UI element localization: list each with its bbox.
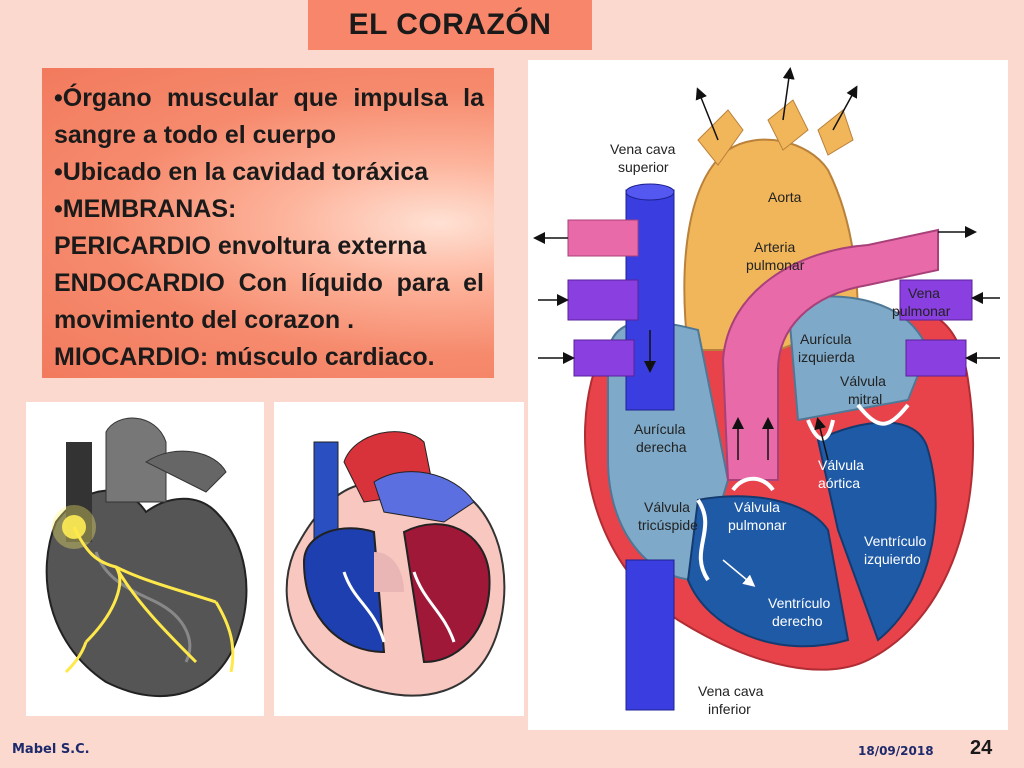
footer-author: Mabel S.C.	[12, 742, 90, 757]
pulmonary-vein-shape	[567, 279, 639, 321]
pulmonary-vein-shape	[573, 339, 635, 377]
slide-title: EL CORAZÓN	[348, 8, 552, 41]
bullet-line: PERICARDIO envoltura externa	[54, 232, 427, 260]
aorta-branch	[697, 109, 744, 166]
label-aorta: Aorta	[768, 189, 802, 205]
left-chambers	[402, 523, 491, 664]
section-heart-image	[285, 431, 506, 697]
label-auricula-derecha: Aurícula derecha	[634, 421, 689, 455]
aorta-branch	[817, 109, 854, 156]
left-ventricle-shape	[816, 421, 937, 642]
label-valvula-aortica: Válvula aórtica	[818, 457, 868, 491]
pulmonary-artery-left-shape	[567, 219, 639, 257]
label-auricula-izquierda: Aurícula izquierda	[798, 331, 855, 365]
section-heart-panel	[274, 402, 524, 716]
label-vena-cava-superior: Vena cava superior	[610, 141, 679, 175]
text-box: •Órgano muscular que impulsa la sangre a…	[42, 68, 494, 378]
label-valvula-tricuspide: Válvula tricúspide	[638, 499, 698, 533]
label-arteria-pulmonar: Arteria pulmonar	[746, 239, 805, 273]
vena-cava-inferior-shape	[625, 559, 675, 711]
pulmonary-artery-shape	[721, 228, 939, 481]
heart-outline	[45, 489, 248, 697]
label-ventriculo-izquierdo: Ventrículo izquierdo	[864, 533, 930, 567]
bullet-line: •Ubicado en la cavidad toráxica	[54, 158, 429, 186]
pulmonary-vein-shape	[899, 279, 973, 321]
page-number: 24	[970, 737, 993, 759]
label-ventriculo-derecho: Ventrículo derecho	[768, 595, 834, 629]
heart-diagram-panel: Vena cava superior Aorta Arteria pulmona…	[528, 60, 1008, 730]
mitral-valve-shape	[856, 403, 910, 426]
pulmonary-valve-shape	[731, 476, 775, 492]
label-valvula-pulmonar: Válvula pulmonar	[728, 499, 787, 533]
heart-diagram: Vena cava superior Aorta Arteria pulmona…	[533, 67, 1000, 717]
bullet-line: ENDOCARDIO Con líquido para el	[54, 269, 484, 297]
label-vena-pulmonar: Vena pulmonar	[892, 285, 951, 319]
bullet-line: •MEMBRANAS:	[54, 195, 237, 223]
bullet-line: sangre a todo el cuerpo	[54, 121, 337, 149]
right-chambers	[302, 527, 386, 654]
bullet-line: •Órgano muscular que impulsa la	[54, 84, 484, 112]
bullet-line: MIOCARDIO: músculo cardiaco.	[54, 343, 435, 371]
conduction-heart-image	[45, 417, 248, 697]
footer-date: 18/09/2018	[858, 744, 934, 758]
conduction-heart-panel	[26, 402, 264, 716]
label-vena-cava-inferior: Vena cava inferior	[698, 683, 767, 717]
conduction-pathway	[64, 526, 235, 674]
bullet-line: movimiento del corazon .	[54, 306, 355, 334]
right-ventricle-shape	[686, 495, 850, 648]
tricuspid-valve-shape	[696, 498, 710, 582]
title-box: EL CORAZÓN	[308, 0, 592, 50]
pulmonary-vein-shape	[905, 339, 967, 377]
label-valvula-mitral: Válvula mitral	[840, 373, 890, 407]
